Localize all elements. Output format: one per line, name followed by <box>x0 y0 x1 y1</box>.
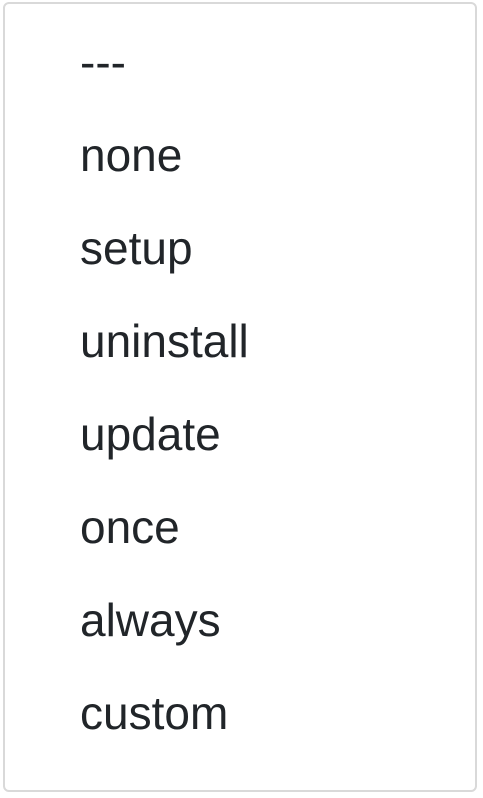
option-custom[interactable]: custom <box>80 686 229 739</box>
option-always[interactable]: always <box>80 593 221 646</box>
option-placeholder[interactable]: --- <box>80 35 126 88</box>
option-once[interactable]: once <box>80 500 180 553</box>
option-none[interactable]: none <box>80 128 183 181</box>
dropdown-menu: --- none setup uninstall update once alw… <box>3 2 477 792</box>
option-uninstall[interactable]: uninstall <box>80 314 249 367</box>
option-update[interactable]: update <box>80 407 221 460</box>
option-setup[interactable]: setup <box>80 221 193 274</box>
